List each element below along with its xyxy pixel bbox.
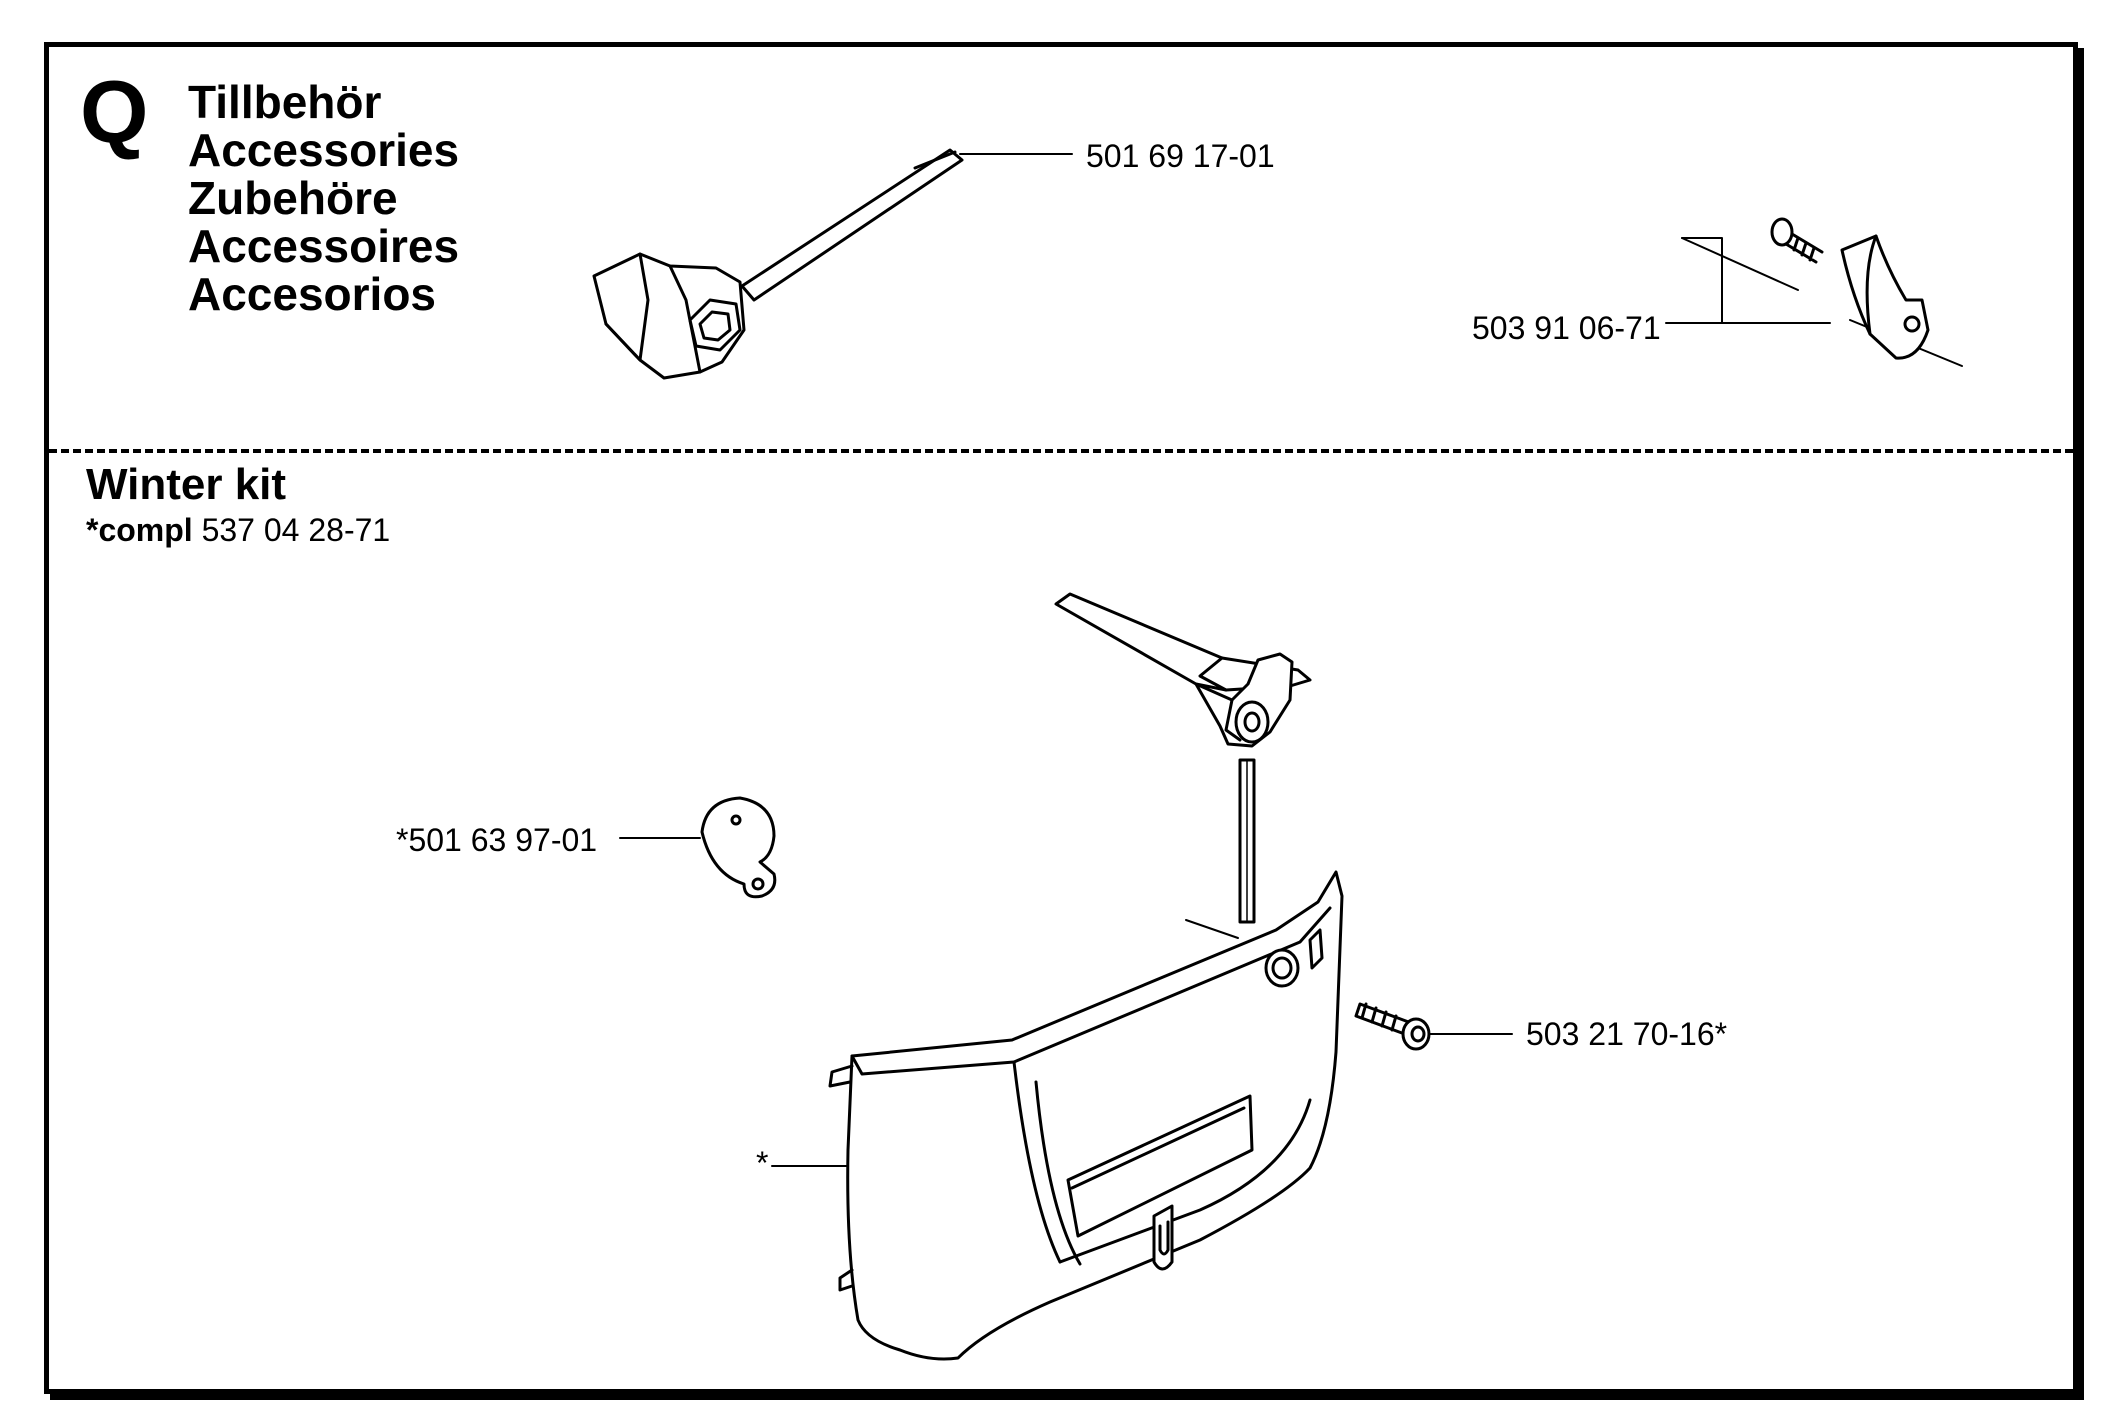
leader-bracket-screw-to-screw	[1681, 237, 1799, 291]
cover-disc-illustration	[700, 796, 777, 899]
cover-screw-illustration	[1354, 1002, 1431, 1051]
frame-shadow-bottom	[50, 1394, 2084, 1400]
winter-cover-illustration	[828, 870, 1344, 1361]
title-english: Accessories	[188, 124, 460, 176]
spark-plug-wrench-illustration	[592, 148, 964, 380]
winter-kit-lever-illustration	[1054, 592, 1312, 939]
title-german: Zubehöre	[188, 172, 398, 224]
title-french: Accessoires	[188, 220, 460, 272]
title-spanish: Accesorios	[188, 268, 437, 320]
compl-label: *compl	[86, 512, 193, 548]
part-label-spark-plug-wrench: 501 69 17-01	[1086, 138, 1275, 174]
part-label-cover-screw: 503 21 70-16*	[1526, 1016, 1728, 1052]
leader-bracket-screw-bracket	[1681, 237, 1723, 324]
section-letter: Q	[80, 62, 149, 161]
winter-kit-compl: *compl 537 04 28-71	[86, 514, 390, 546]
section-divider	[49, 449, 2073, 453]
drawing-frame	[44, 42, 2078, 1394]
bracket-screw-illustration	[1770, 217, 1930, 360]
title-swedish: Tillbehör	[188, 76, 382, 128]
winter-kit-title: Winter kit	[86, 460, 287, 509]
part-label-winter-cover: *	[756, 1145, 769, 1181]
part-label-cover-disc: *501 63 97-01	[396, 822, 598, 858]
frame-shadow-right	[2078, 48, 2084, 1400]
compl-number: 537 04 28-71	[201, 512, 391, 548]
part-label-bracket-screw: 503 91 06-71	[1472, 310, 1661, 346]
section-titles: Tillbehör Accessories Zubehöre Accessoir…	[188, 78, 459, 318]
